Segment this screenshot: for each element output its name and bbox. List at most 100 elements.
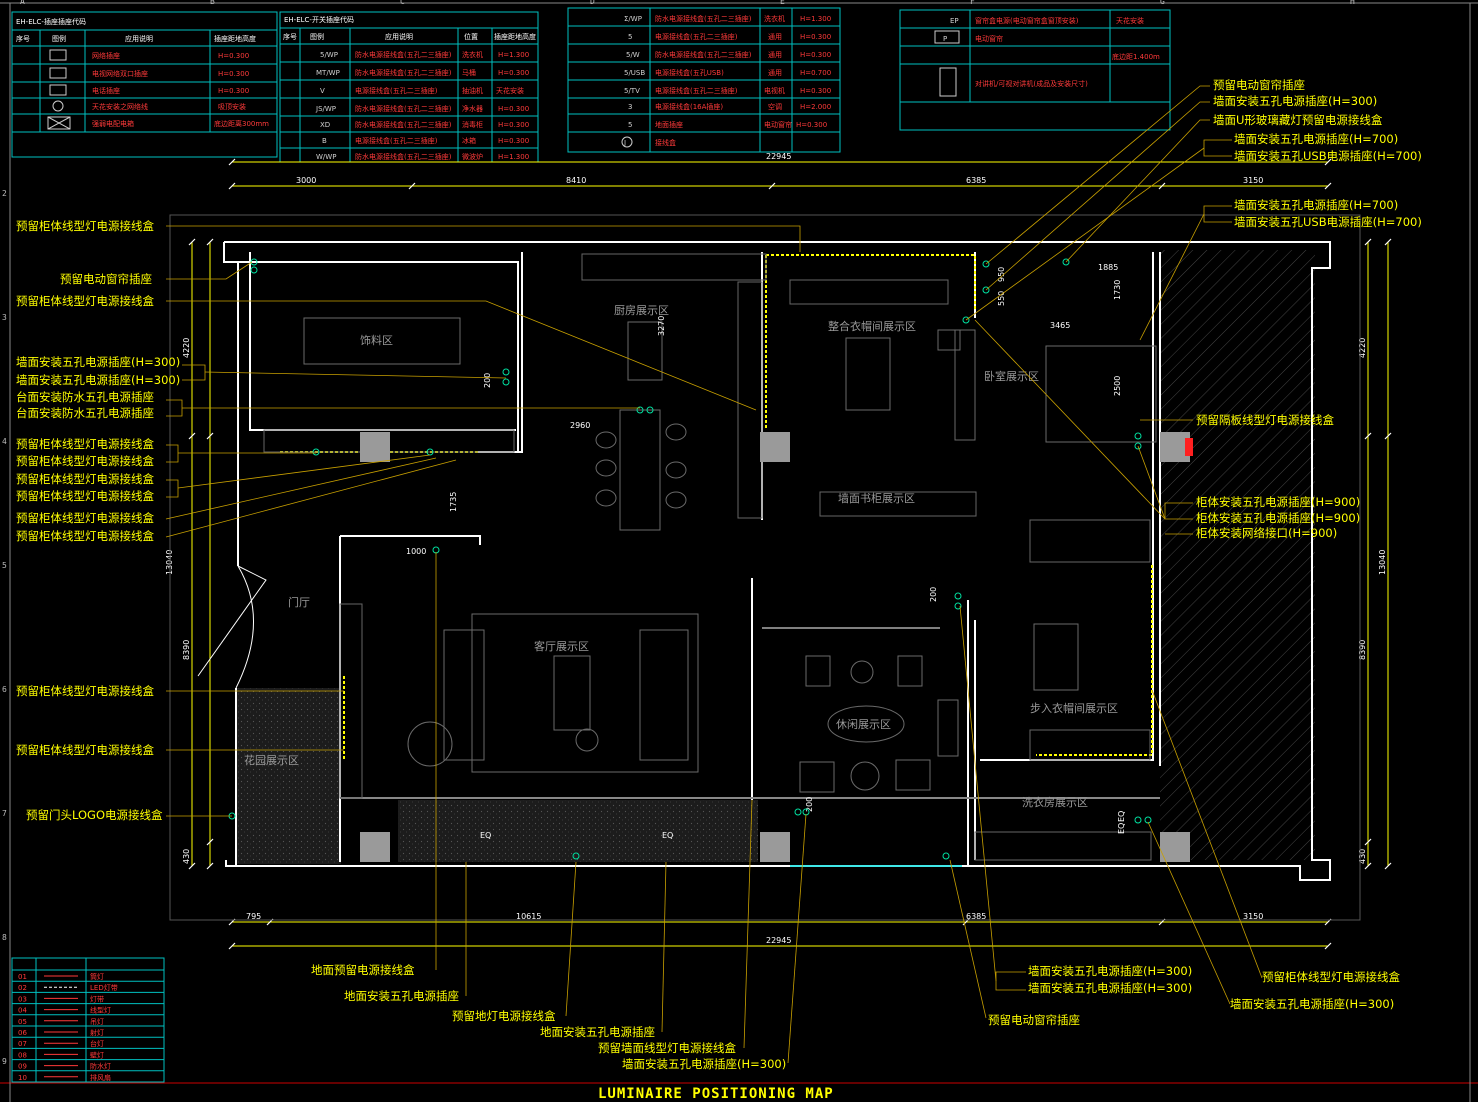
legend-table-2-row-6-pos: 冰箱	[462, 136, 476, 145]
callout-bottom-9: 预留电动窗帘插座	[988, 1013, 1080, 1027]
legend-table-3-row-5-height: H=0.300	[800, 87, 831, 95]
dim-internal-17: EQ	[1117, 811, 1126, 822]
legend-table-3-row-7-desc: 地面插座	[655, 120, 683, 129]
legend-table-4-row-3-desc: 对讲机/可视对讲机(成品及安装尺寸)	[975, 79, 1088, 88]
legend-table-2-row-6-height: H=0.300	[498, 137, 529, 145]
grid-number-5: 5	[2, 561, 7, 570]
dim-tick	[1384, 862, 1392, 870]
callout-left-3: 预留柜体线型灯电源接线盒	[16, 294, 154, 308]
dim-internal-14: EQ	[480, 831, 491, 840]
callout-right-3: 墙面U形玻璃藏灯预留电源接线盒	[1213, 113, 1383, 127]
legend-table-4: EP 窗帘盒电源(电动窗帘盒窗顶安装) 天花安装 P 电动窗帘 对讲机/可视对讲…	[899, 9, 1171, 131]
dim-internal-3: 3465	[1050, 321, 1070, 330]
room-label-10: 洗衣房展示区	[1022, 795, 1088, 809]
dim-tick	[1364, 862, 1372, 870]
legend-table-5-row-desc: 射灯	[90, 1028, 104, 1037]
callout-left-14: 预留柜体线型灯电源接线盒	[16, 684, 154, 698]
grid-letter-g: G	[1160, 0, 1165, 6]
legend-table-5-row-desc: 排风扇	[90, 1073, 111, 1082]
legend-table-5-row-no: 04	[18, 1007, 27, 1015]
callout-right-1: 预留电动窗帘插座	[1213, 78, 1305, 92]
dim-top-3: 6385	[966, 176, 986, 185]
legend-table-2-row-1-height: H=1.300	[498, 51, 529, 59]
room-label-3: 整合衣帽间展示区	[828, 319, 916, 333]
grid-letter-e: E	[780, 0, 785, 6]
callout-right-10: 柜体安装五孔电源插座(H=900)	[1196, 511, 1360, 525]
legend-table-1-header-desc: 应用说明	[125, 34, 153, 43]
callout-left-9: 预留柜体线型灯电源接线盒	[16, 454, 154, 468]
room-label-8: 步入衣帽间展示区	[1030, 701, 1118, 715]
dim-bottom-total: 22945	[766, 936, 791, 945]
device-markers	[228, 258, 1152, 860]
legend-table-2-row-3-height: 天花安装	[496, 86, 524, 95]
legend-table-2-header-no: 序号	[283, 32, 297, 41]
legend-table-1-row-2-height: H=0.300	[218, 70, 249, 78]
legend-table-1-row-5-height: 底边距离300mm	[214, 119, 269, 128]
dim-bottom-3: 6385	[966, 912, 986, 921]
legend-table-5-row-desc: 筒灯	[90, 972, 104, 981]
legend-table-3-row-5-pos: 电视机	[764, 86, 785, 95]
legend-table-3-row-2-code: 5	[628, 33, 632, 41]
dim-bottom-4: 3150	[1243, 912, 1263, 921]
legend-table-3-row-4-desc: 电源接线盒(五孔USB)	[655, 68, 724, 77]
right-callouts: 预留电动窗帘插座 墙面安装五孔电源插座(H=300) 墙面U形玻璃藏灯预留电源接…	[1196, 78, 1422, 540]
room-label-6: 客厅展示区	[534, 639, 589, 653]
legend-table-3-row-5-code: 5/TV	[624, 87, 640, 95]
dim-tick	[1364, 238, 1372, 246]
legend-table-2-header-desc: 应用说明	[385, 32, 413, 41]
legend-table-3-row-4-pos: 通用	[768, 68, 782, 77]
room-label-9: 花园展示区	[244, 754, 299, 767]
legend-table-2-row-3-desc: 电源接线盒(五孔二三插座)	[355, 86, 438, 95]
grid-number-6: 6	[2, 685, 7, 694]
red-marker	[1185, 438, 1193, 456]
callout-right-2: 墙面安装五孔电源插座(H=300)	[1213, 94, 1377, 108]
legend-table-3-row-3-pos: 通用	[768, 50, 782, 59]
callout-bottom-1: 地面预留电源接线盒	[311, 963, 415, 977]
structural-columns	[360, 432, 1190, 862]
legend-table-5-row-no: 09	[18, 1063, 27, 1071]
legend-table-1-header-icon: 图例	[52, 34, 66, 43]
legend-table-5-row-no: 03	[18, 995, 27, 1003]
legend-table-3-row-1-pos: 洗衣机	[764, 14, 785, 23]
legend-table-3-row-2-desc: 电源接线盒(五孔二三插座)	[655, 32, 738, 41]
dim-left-4: 430	[182, 849, 191, 864]
legend-table-5-row-desc: 灯带	[90, 994, 104, 1003]
curtain-motor-icon	[934, 30, 960, 44]
legend-table-2-header-height: 插座距地高度	[494, 32, 536, 41]
legend-table-2-row-4-height: H=0.300	[498, 105, 529, 113]
room-label-11: 墙面书柜展示区	[838, 491, 915, 505]
callout-left-1: 预留柜体线型灯电源接线盒	[16, 219, 154, 233]
callout-right-5: 墙面安装五孔USB电源插座(H=700)	[1234, 149, 1422, 163]
junction-box-icon	[621, 136, 633, 148]
grid-letter-f: F	[970, 0, 975, 6]
dim-top-1: 3000	[296, 176, 316, 185]
dim-top-2: 8410	[566, 176, 586, 185]
dim-internal-11: 200	[805, 797, 814, 812]
legend-table-5-row-no: 02	[18, 984, 27, 992]
legend-table-3-row-6-height: H=2.000	[800, 103, 831, 111]
dimension-lines	[191, 161, 1389, 947]
legend-table-3-row-1-height: H=1.300	[800, 15, 831, 23]
legend-table-5-row-no: 06	[18, 1029, 27, 1037]
dim-top-4: 3150	[1243, 176, 1263, 185]
dim-internal-6: 1735	[449, 492, 458, 512]
legend-table-2-row-5-height: H=0.300	[498, 121, 529, 129]
callout-left-11: 预留柜体线型灯电源接线盒	[16, 489, 154, 503]
legend-table-3-row-7-code: 5	[628, 121, 632, 129]
legend-table-3-row-4-height: H=0.700	[800, 69, 831, 77]
bottom-callouts: 地面预留电源接线盒 地面安装五孔电源插座 预留地灯电源接线盒 地面安装五孔电源插…	[311, 963, 1400, 1071]
dim-tick	[206, 432, 214, 440]
legend-table-2-row-5-desc: 防水电源接线盒(五孔二三插座)	[355, 120, 452, 129]
legend-table-5-row-desc: 吊灯	[90, 1017, 104, 1026]
dim-tick	[1364, 838, 1372, 846]
legend-table-2-title: EH-ELC-开关插座代码	[284, 15, 354, 24]
dim-internal-13: 550	[997, 291, 1006, 306]
legend-table-5-row-desc: 壁灯	[90, 1050, 104, 1059]
dim-bottom-2: 10615	[516, 912, 541, 921]
legend-table-2-row-1-pos: 洗衣机	[462, 50, 483, 59]
legend-table-3-row-3-desc: 防水电源接线盒(五孔二三插座)	[655, 50, 752, 59]
grid-number-4: 4	[2, 437, 7, 446]
dim-internal-12: 950	[997, 267, 1006, 282]
legend-table-1: EH-ELC-插座插座代码 序号 图例 应用说明 插座距地高度 网络插座 电视网…	[11, 11, 278, 158]
